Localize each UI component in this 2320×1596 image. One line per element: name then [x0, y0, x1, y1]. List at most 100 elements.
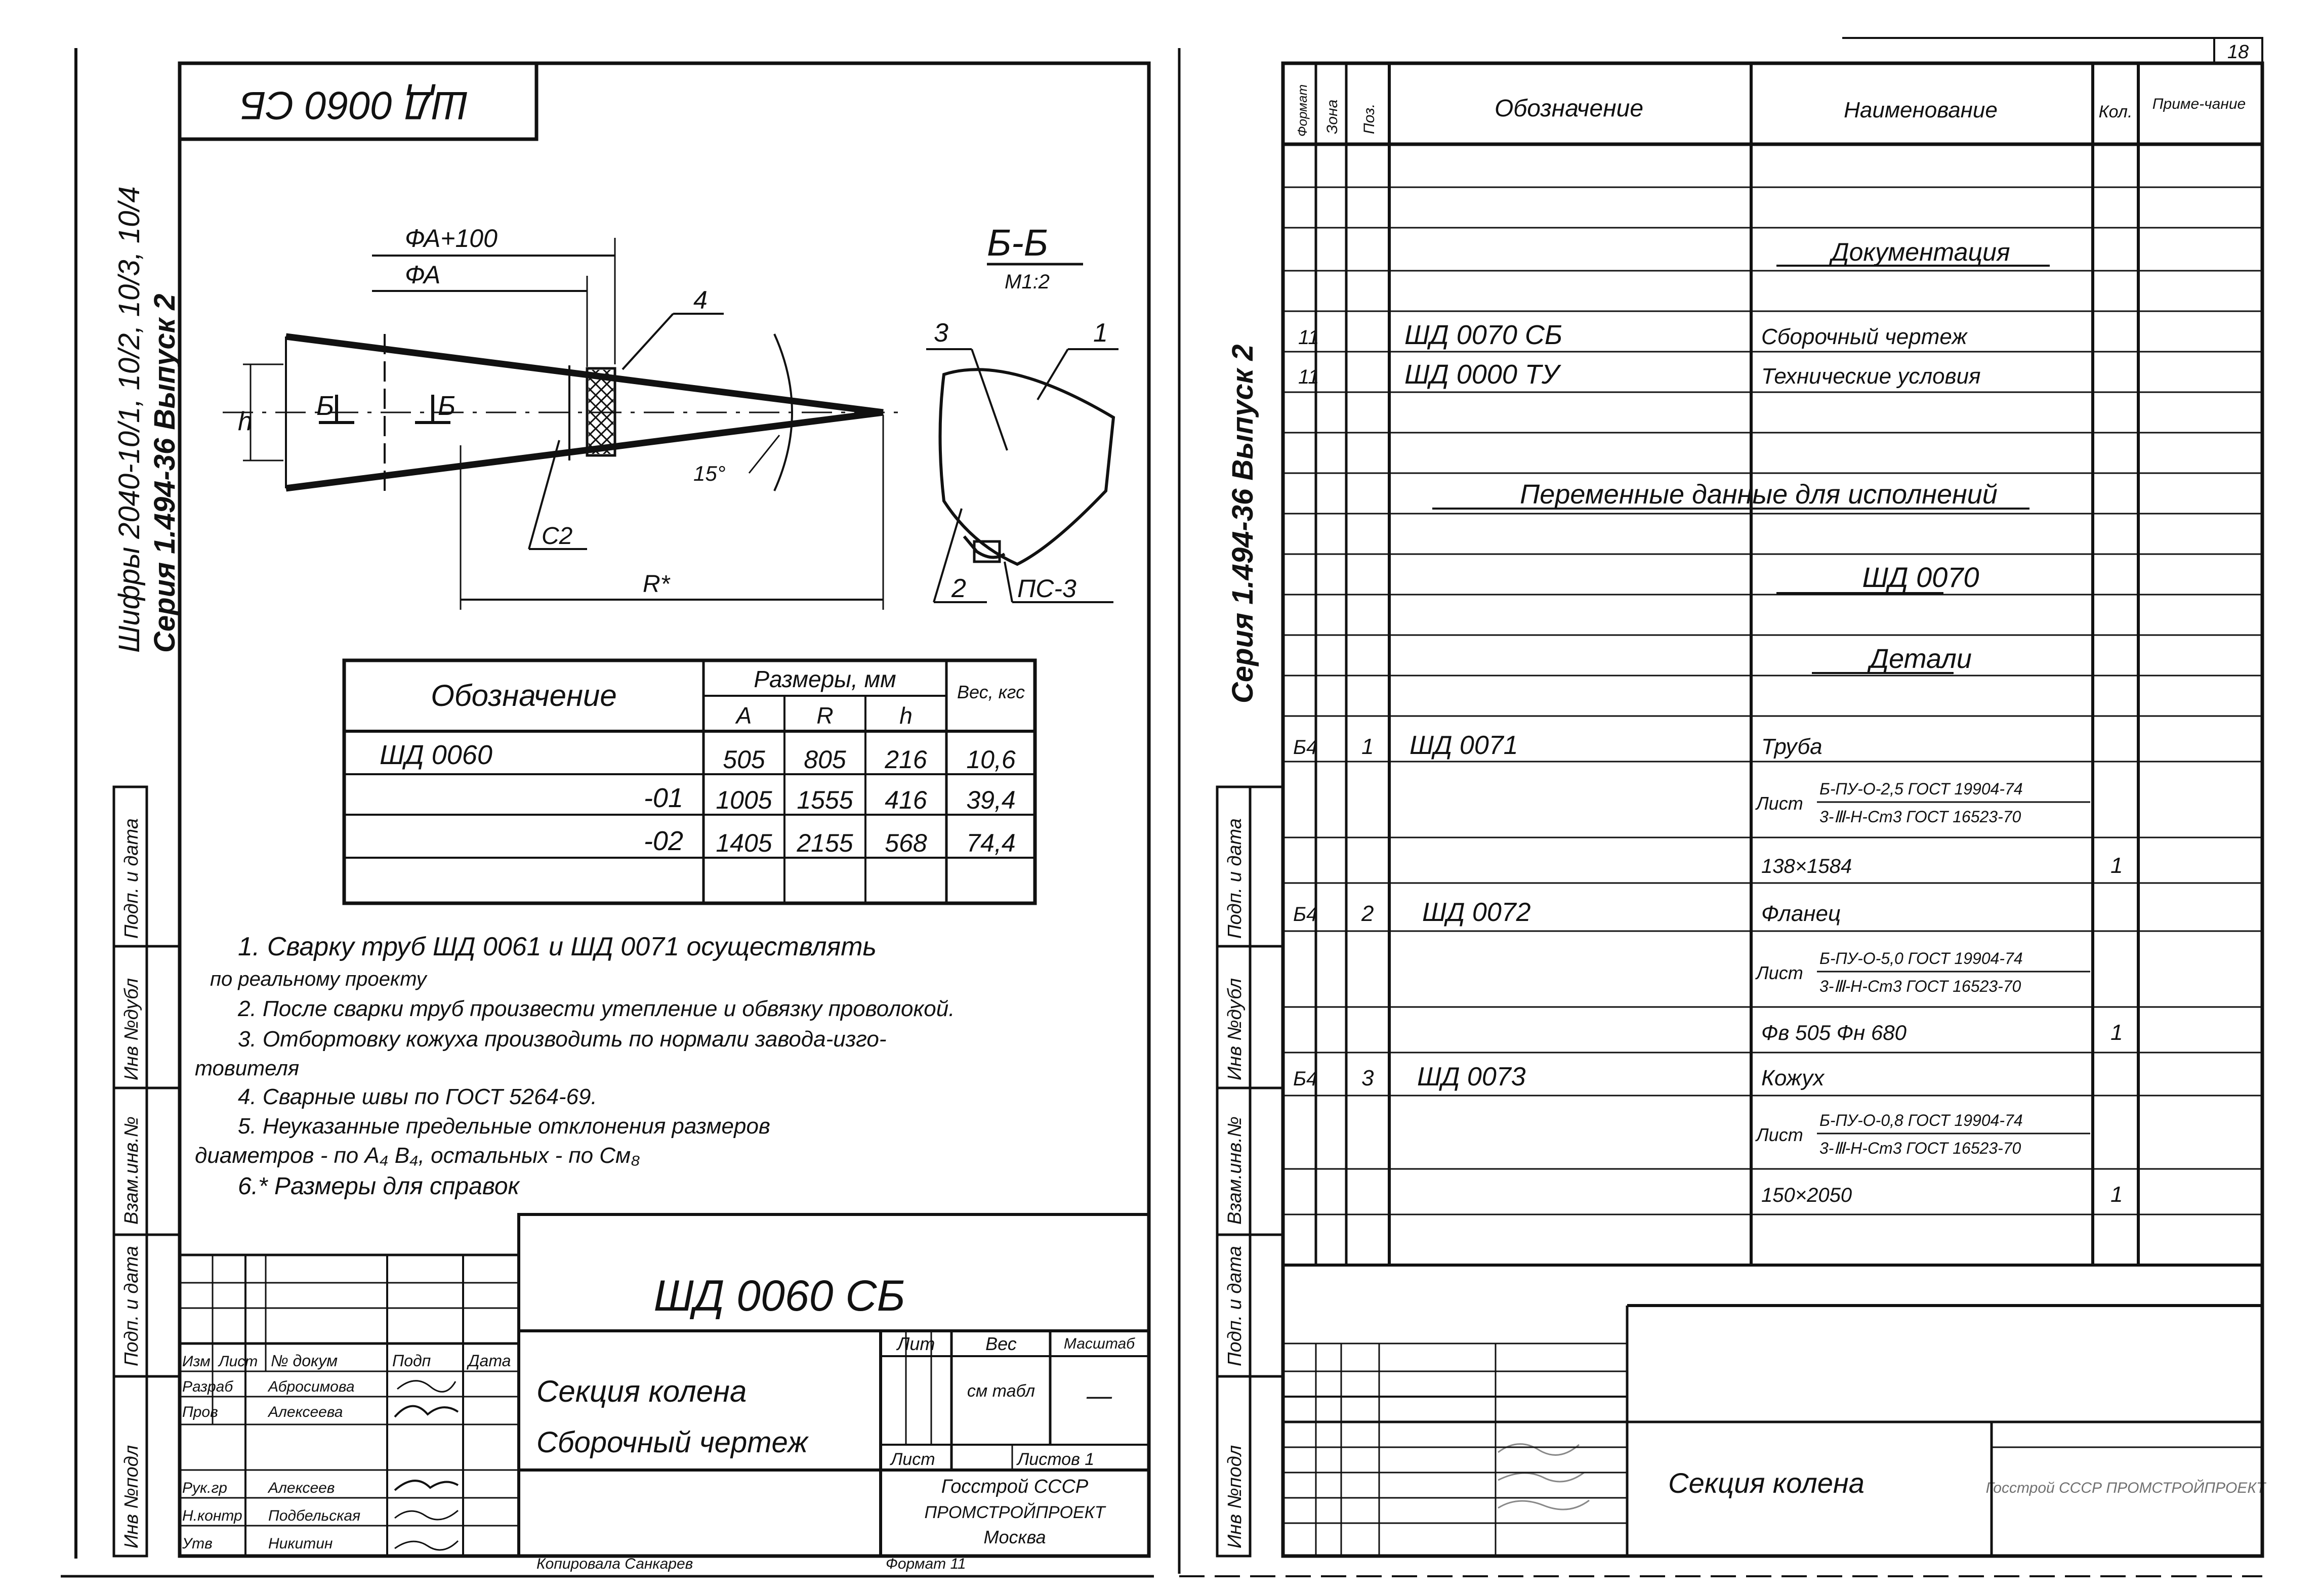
part-size: 150×2050	[1761, 1184, 1852, 1206]
left-title-block: ШД 0060 СБ Секция колена Сборочный черте…	[180, 1213, 1150, 1558]
sizes-table: Обозначение Размеры, мм А R h Вес, кгс Ш…	[342, 658, 1037, 905]
note-line: 3. Отбортовку кожуха производить по норм…	[238, 1027, 887, 1052]
part-spec-prefix: Лист	[1755, 1124, 1803, 1145]
spec-head-zone: Зона	[1324, 100, 1341, 134]
side-field-sign-date: Подп. и дата	[1224, 1246, 1246, 1366]
role-label: Н.контр	[182, 1507, 242, 1524]
part-name: Кожух	[1761, 1066, 1825, 1090]
section-title: Б-Б	[987, 222, 1048, 264]
table-cell-weight: 74,4	[966, 829, 1015, 857]
spec-head-qty: Кол.	[2099, 102, 2133, 121]
role-label: Пров	[182, 1404, 218, 1420]
part-spec-bottom: 3-Ⅲ-Н-Ст3 ГОСТ 16523-70	[1819, 1139, 2021, 1157]
table-head-designation: Обозначение	[431, 679, 617, 712]
part-spec-top: Б-ПУ-О-0,8 ГОСТ 19904-74	[1819, 1111, 2023, 1129]
dim-r: R*	[643, 571, 671, 598]
dim-phi-a: ФА	[405, 261, 440, 289]
part-name: Фланец	[1761, 901, 1841, 926]
title-sheet-label: Лист	[890, 1450, 935, 1469]
part-spec-bottom: 3-Ⅲ-Н-Ст3 ГОСТ 16523-70	[1819, 977, 2021, 995]
title-head-lit: Лит	[896, 1333, 935, 1354]
title-head-scale: Масштаб	[1064, 1335, 1135, 1352]
right-side-fields-strip: Инв №подл Подп. и дата Взам.инв.№ Инв №д…	[1216, 785, 1283, 1558]
role-name: Абросимова	[267, 1378, 355, 1395]
section-documentation: Документация	[1829, 238, 2010, 266]
doc-format: 11	[1298, 366, 1319, 388]
table-cell-weight: 10,6	[966, 745, 1016, 774]
title-org-line1: Госстрой СССР	[941, 1476, 1089, 1497]
note-line: 5. Неуказанные предельные отклонения раз…	[238, 1114, 770, 1139]
side-field-replace: Взам.инв.№	[1224, 1116, 1246, 1225]
side-code: Шифры 2040-10/1, 10/2, 10/3, 10/4	[113, 186, 146, 653]
spec-head-note: Приме-чание	[2152, 96, 2246, 112]
part-spec-top: Б-ПУ-О-5,0 ГОСТ 19904-74	[1819, 949, 2023, 968]
table-cell-h: 568	[885, 829, 927, 857]
callout-1: 1	[1093, 318, 1108, 348]
title-name-line1: Секция колена	[536, 1374, 747, 1408]
callout-2: 2	[951, 574, 966, 603]
section-bb: Б-Б М1:2 3 1 2 ПС-3	[926, 222, 1118, 603]
doc-format: 11	[1298, 326, 1319, 349]
table-row-name: ШД 0060	[380, 740, 492, 770]
section-scale: М1:2	[1005, 271, 1050, 293]
angle-15: 15°	[693, 461, 726, 485]
spec-head-designation: Обозначение	[1495, 95, 1643, 122]
part-format: Б4	[1293, 736, 1317, 759]
dim-h: h	[238, 407, 253, 436]
side-series: Серия 1.494-36 Выпуск 2	[148, 294, 181, 653]
doc-designation: ШД 0000 ТУ	[1404, 359, 1561, 390]
table-head-weight: Вес, кгс	[957, 682, 1025, 702]
doc-designation: ШД 0070 СБ	[1404, 320, 1562, 350]
side-field-replace: Взам.инв.№	[121, 1116, 142, 1225]
part-spec-top: Б-ПУ-О-2,5 ГОСТ 19904-74	[1819, 780, 2023, 798]
part-size: 138×1584	[1761, 855, 1852, 877]
spec-head-pos: Поз.	[1361, 104, 1378, 134]
part-row: Б4 2 ШД 0072 Фланец Лист Б-ПУ-О-5,0 ГОСТ…	[1293, 898, 2123, 1045]
table-cell-h: 216	[884, 745, 927, 774]
spec-row-lines	[1283, 186, 2262, 1215]
weld-pc3: ПС-3	[1017, 574, 1076, 603]
note-line: 4. Сварные швы по ГОСТ 5264-69.	[238, 1084, 597, 1109]
right-title-name: Секция колена	[1668, 1467, 1865, 1499]
footer-copied: Копировала Санкарев	[536, 1556, 693, 1572]
rev-head-izm: Изм	[182, 1353, 211, 1370]
side-field-sign-date-2: Подп. и дата	[121, 818, 142, 939]
title-org-line3: Москва	[983, 1527, 1046, 1547]
right-title-org: Госстрой СССР ПРОМСТРОЙПРОЕКТ	[1986, 1479, 2267, 1496]
rev-head-sign: Подп	[392, 1352, 431, 1370]
side-fields-strip: Инв №подл Подп. и дата Взам.инв.№ Инв №д…	[112, 785, 180, 1558]
rev-head-doc: № докум	[271, 1352, 338, 1370]
role-label: Разраб	[182, 1378, 233, 1395]
top-stamp-box	[178, 61, 538, 141]
section-variant: ШД 0070	[1862, 561, 1979, 593]
table-cell-a: 1005	[716, 786, 772, 814]
section-variable-data: Переменные данные для исполнений	[1520, 479, 1998, 510]
title-name-line2: Сборочный чертеж	[536, 1426, 809, 1459]
part-pos: 3	[1361, 1066, 1374, 1090]
part-row: Б4 1 ШД 0071 Труба Лист Б-ПУ-О-2,5 ГОСТ …	[1293, 731, 2123, 878]
role-name: Алексеева	[267, 1404, 343, 1420]
part-spec-bottom: 3-Ⅲ-Н-Ст3 ГОСТ 16523-70	[1819, 808, 2021, 826]
top-stamp-code: ШД 0060 СБ	[240, 83, 469, 128]
role-label: Рук.гр	[182, 1480, 227, 1496]
sheet-number: 18	[2227, 41, 2249, 63]
doc-name: Сборочный чертеж	[1761, 324, 1968, 349]
table-cell-r: 805	[804, 745, 846, 774]
side-field-sign-date-2: Подп. и дата	[1224, 818, 1246, 939]
part-qty: 1	[2110, 853, 2123, 878]
footer-format: Формат 11	[886, 1556, 966, 1572]
part-format: Б4	[1293, 903, 1317, 926]
side-field-inv: Инв №подл	[121, 1445, 142, 1548]
table-cell-a: 505	[723, 745, 765, 774]
part-designation: ШД 0072	[1422, 898, 1531, 927]
title-scale-value: —	[1086, 1381, 1112, 1410]
table-row-name: -01	[644, 783, 683, 813]
part-format: Б4	[1293, 1068, 1317, 1090]
note-line: 1. Сварку труб ШД 0061 и ШД 0071 осущест…	[238, 932, 877, 961]
dim-phi-a100: ФА+100	[405, 224, 498, 253]
rev-head-list: Лист	[218, 1353, 258, 1370]
section-parts: Детали	[1867, 644, 1972, 674]
right-sheet: 18 Серия 1.494-36 Выпуск 2 Инв №подл Под…	[1179, 37, 2267, 1577]
title-org-line2: ПРОМСТРОЙПРОЕКТ	[925, 1502, 1106, 1522]
